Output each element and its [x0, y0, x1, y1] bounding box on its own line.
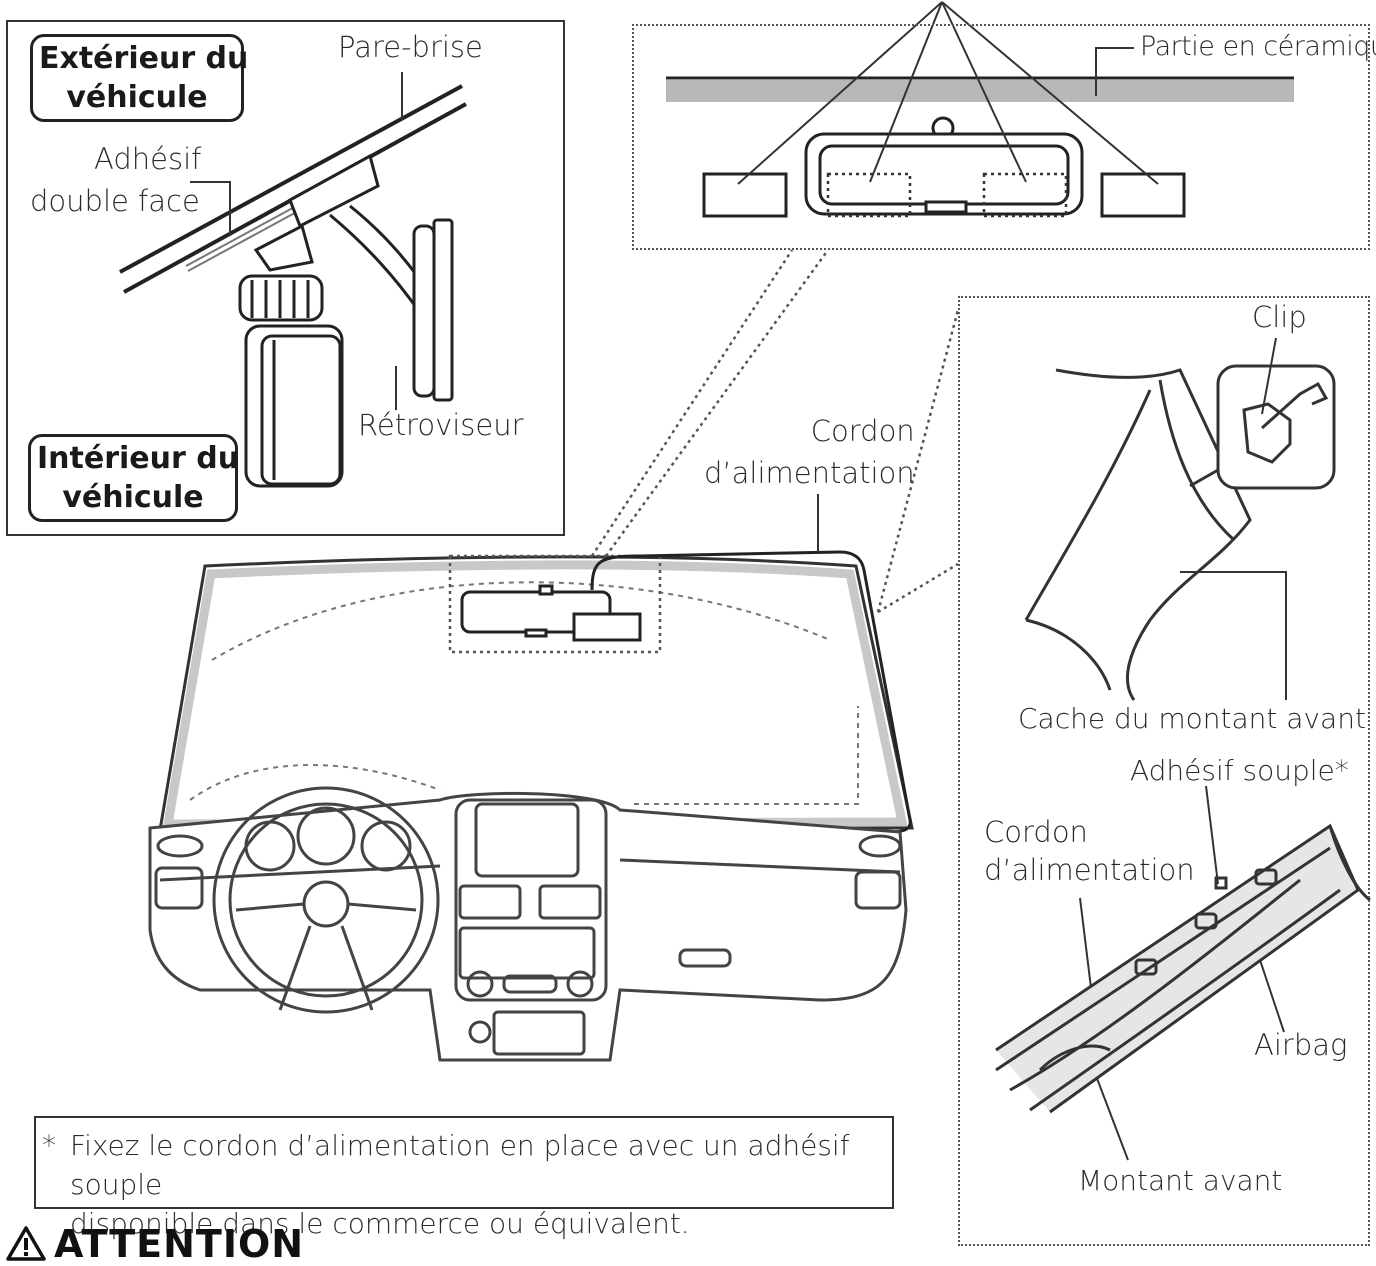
- pillar-power-cord-label-line1: Cordon: [984, 815, 1088, 849]
- zoom-lines: [590, 249, 960, 614]
- interior-label-line2: véhicule: [62, 480, 204, 515]
- pillar-cover-label: Cache du montant avant: [1018, 702, 1366, 735]
- footnote-line2: disponible dans le commerce ou équivalen…: [70, 1207, 690, 1241]
- mirror-zoom-box: [448, 554, 662, 654]
- footnote-line1: Fixez le cordon d’alimentation en place …: [70, 1129, 850, 1202]
- inset-pillar-frame: [958, 296, 1370, 1246]
- pillar-cover-icon: [1024, 364, 1336, 701]
- warning-triangle-icon: [6, 1222, 46, 1266]
- adhesive-label-line1: Adhésif: [94, 142, 202, 176]
- power-cord-label-line1: Cordon: [810, 414, 915, 448]
- mirror-label: Rétroviseur: [358, 408, 524, 442]
- adhesive-strip: [185, 203, 303, 272]
- steering-wheel-icon: [212, 786, 440, 1014]
- adhesive-label-line2: double face: [30, 184, 200, 219]
- power-cord-label: Cordon d’alimentation: [704, 410, 915, 494]
- leader-lines-mount: [190, 72, 403, 410]
- inset-mount-frame: [6, 20, 565, 536]
- pillar-power-cord-label-line2: d’alimentation: [984, 852, 1195, 887]
- footnote-box: * Fixez le cordon d’alimentation en plac…: [34, 1116, 894, 1240]
- exterior-label-line1: Extérieur du: [39, 41, 249, 76]
- placement-zones: [702, 172, 1186, 218]
- adhesive-label: Adhésif double face: [30, 138, 201, 222]
- center-console-icon: [454, 798, 608, 1056]
- footnote-star: *: [42, 1129, 56, 1162]
- exterior-label: Extérieur du véhicule: [30, 34, 249, 122]
- soft-adhesive-label: Adhésif souple*: [1130, 754, 1349, 787]
- ceramic-band: [666, 76, 1294, 102]
- mirror-front-icon: [460, 584, 642, 642]
- front-pillar-icon: [995, 823, 1371, 1114]
- windshield-label: Pare-brise: [338, 30, 483, 64]
- interior-label: Intérieur du véhicule: [28, 434, 240, 522]
- interior-label-line1: Intérieur du: [37, 441, 240, 476]
- warning-heading: ATTENTION: [6, 1222, 304, 1266]
- camera-icon: [238, 223, 344, 488]
- inset-ceramic-frame: [632, 24, 1370, 250]
- exterior-label-line2: véhicule: [66, 80, 208, 115]
- placement-zones-dotted: [826, 172, 1068, 218]
- airbag-label: Airbag: [1254, 1028, 1348, 1062]
- warning-title: ATTENTION: [54, 1222, 305, 1266]
- pillar-power-cord-label: Cordon d’alimentation: [984, 814, 1195, 889]
- ceramic-label: Partie en céramique: [1140, 31, 1376, 62]
- front-pillar-label: Montant avant: [1078, 1164, 1283, 1197]
- mirror-icon: [288, 153, 454, 402]
- clip-label: Clip: [1252, 300, 1307, 334]
- power-cord-label-line2: d’alimentation: [704, 456, 915, 491]
- pointer-lines-ceramic: [737, 1, 1159, 185]
